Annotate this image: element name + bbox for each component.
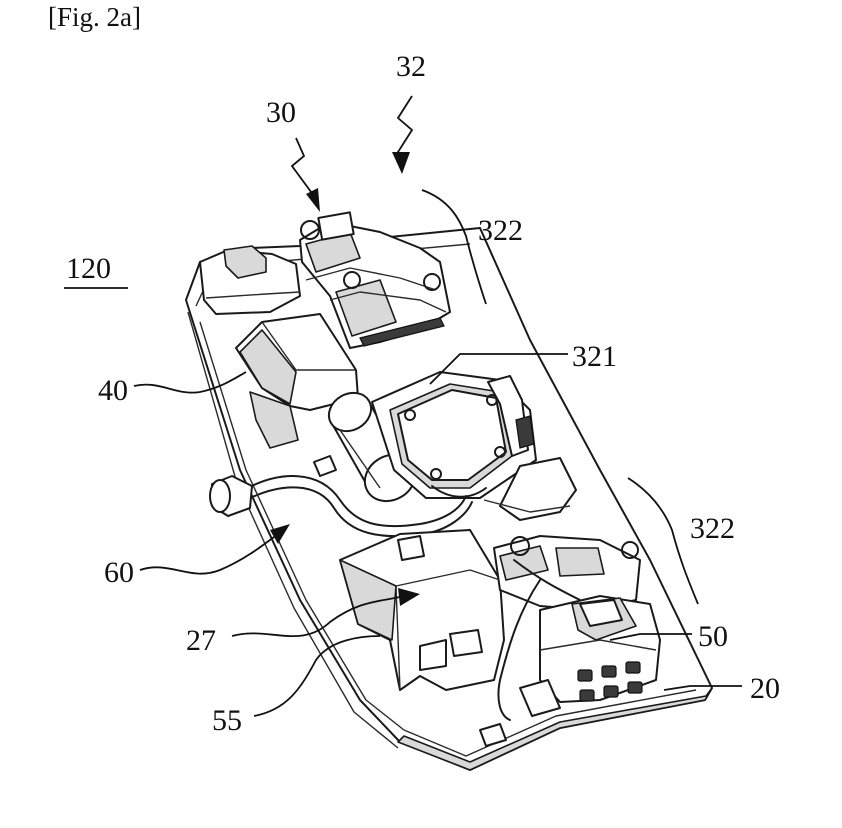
label-322-top: 322 bbox=[478, 214, 523, 247]
label-27: 27 bbox=[186, 624, 216, 657]
relay-50 bbox=[540, 596, 660, 702]
label-30: 30 bbox=[266, 96, 296, 129]
label-40: 40 bbox=[98, 374, 128, 407]
label-321: 321 bbox=[572, 340, 617, 373]
label-120: 120 bbox=[66, 252, 111, 285]
label-50: 50 bbox=[698, 620, 728, 653]
label-55: 55 bbox=[212, 704, 242, 737]
label-20: 20 bbox=[750, 672, 780, 705]
label-322-right: 322 bbox=[690, 512, 735, 545]
label-32: 32 bbox=[396, 50, 426, 83]
label-60: 60 bbox=[104, 556, 134, 589]
